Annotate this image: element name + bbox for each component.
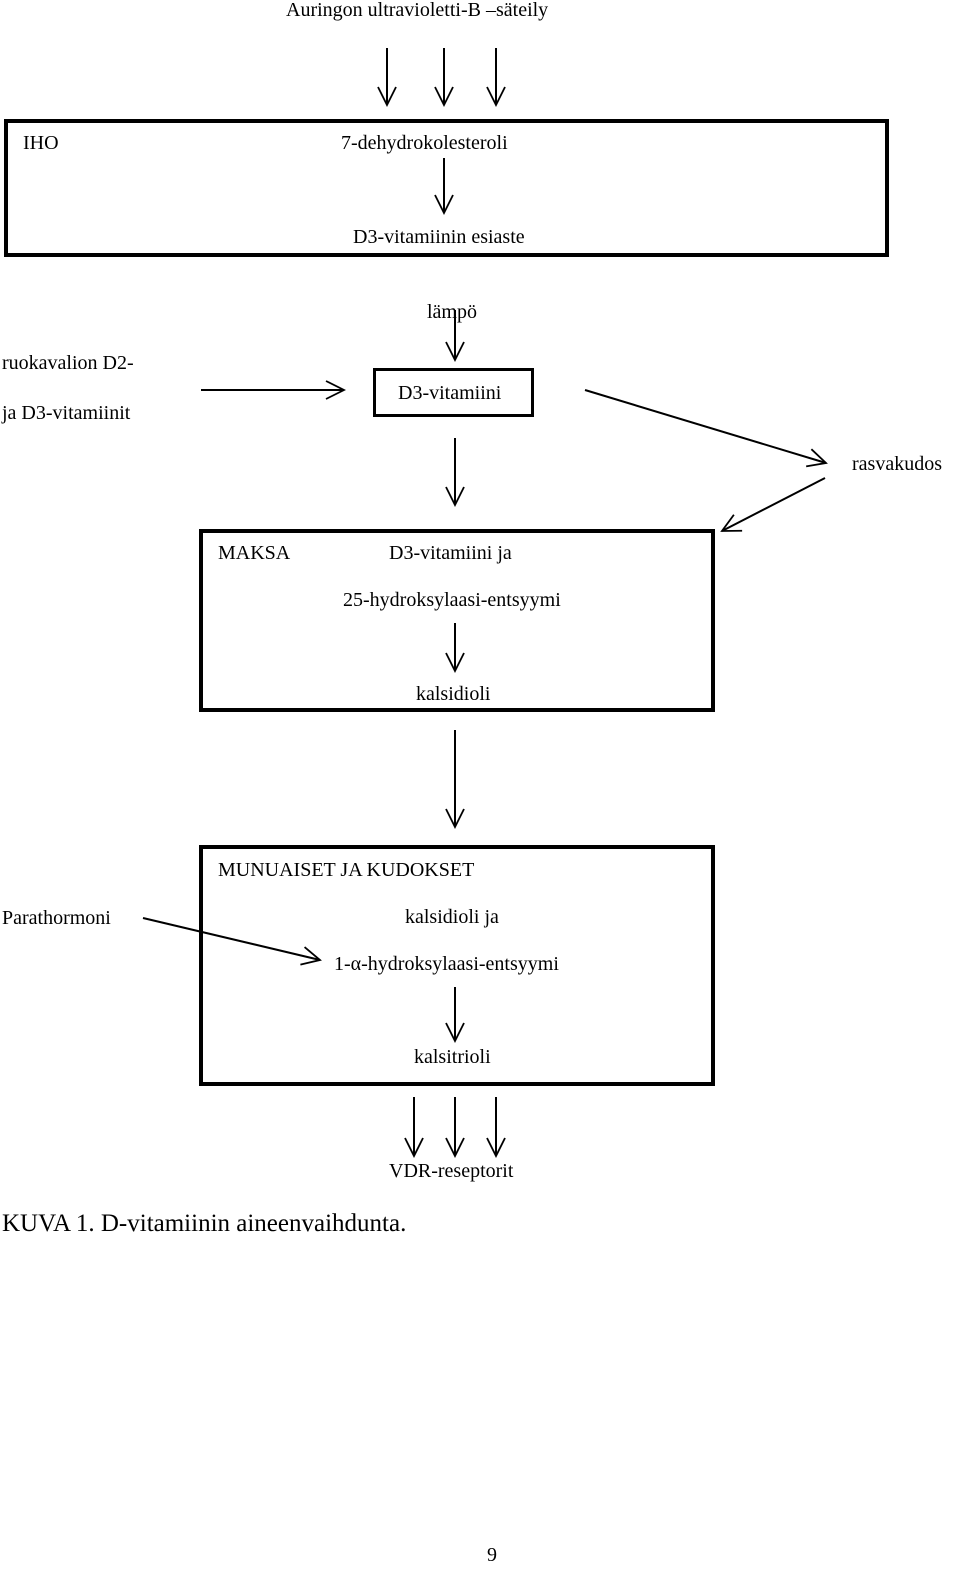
kidney-line1: kalsidioli ja: [405, 906, 499, 928]
skin-product: D3-vitamiinin esiaste: [353, 226, 525, 248]
diet-label-line1: ruokavalion D2-: [2, 352, 134, 374]
fat-tissue-label: rasvakudos: [852, 453, 942, 475]
liver-box: [199, 529, 715, 712]
parathormone-arrow: [142, 917, 320, 960]
kidney-title: MUNUAISET JA KUDOKSET: [218, 859, 475, 881]
kidney-product: kalsitrioli: [414, 1046, 491, 1068]
liver-line1: D3-vitamiini ja: [389, 542, 512, 564]
heat-label: lämpö: [427, 301, 477, 323]
fat-arrow-out: [584, 389, 826, 463]
page-number: 9: [487, 1544, 497, 1566]
uv-source-label: Auringon ultravioletti-B –säteily: [286, 0, 549, 21]
diet-label-line2: ja D3-vitamiinit: [2, 402, 131, 424]
liver-line2: 25-hydroksylaasi-entsyymi: [343, 589, 561, 611]
kidney-line2: 1-α-hydroksylaasi-entsyymi: [334, 953, 559, 975]
parathormone-label: Parathormoni: [2, 907, 111, 929]
vitamin-d3-box: [373, 368, 534, 417]
figure-caption: KUVA 1. D-vitamiinin aineenvaihdunta.: [2, 1210, 407, 1237]
vdr-receptors-label: VDR-reseptorit: [389, 1160, 514, 1182]
fat-arrow-back: [722, 477, 826, 531]
kidney-box: [199, 845, 715, 1086]
vitamin-d3-label: D3-vitamiini: [398, 382, 502, 404]
skin-box: [4, 119, 889, 257]
liver-title: MAKSA: [218, 542, 291, 564]
liver-product: kalsidioli: [416, 683, 491, 705]
skin-substrate: 7-dehydrokolesteroli: [341, 132, 508, 154]
skin-title: IHO: [23, 132, 59, 154]
